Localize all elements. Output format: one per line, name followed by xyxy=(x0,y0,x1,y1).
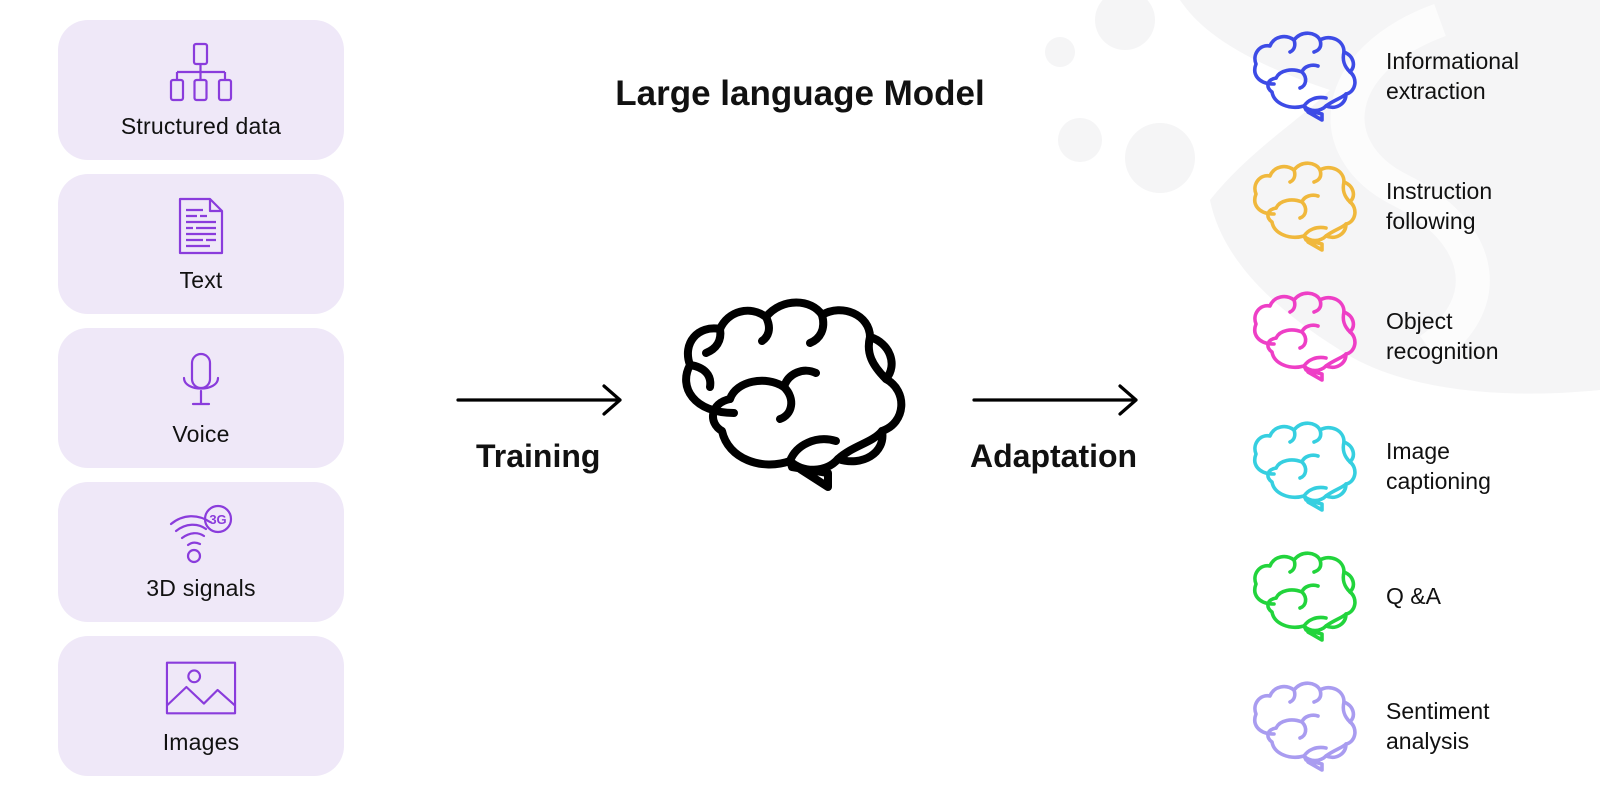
document-icon xyxy=(165,193,237,259)
brain-icon xyxy=(1253,551,1357,642)
adaptation-label: Adaptation xyxy=(970,438,1138,474)
output-q-and-a: Q &A xyxy=(1250,548,1590,678)
output-label: Q &A xyxy=(1386,581,1586,611)
output-label-line1: Image xyxy=(1386,438,1450,464)
input-card-text: Text xyxy=(58,174,344,314)
input-label: 3D signals xyxy=(146,575,256,601)
output-label-line2: following xyxy=(1386,208,1476,234)
brain-icon xyxy=(1253,291,1357,382)
input-card-structured-data: Structured data xyxy=(58,20,344,160)
brain-icon xyxy=(1253,31,1357,122)
output-label-line1: Instruction xyxy=(1386,178,1493,204)
diagram-title: Large language Model xyxy=(615,74,985,113)
output-label-line1: Object xyxy=(1386,308,1453,334)
input-sources: Structured data Text Voice xyxy=(58,20,344,790)
output-label: Image captioning xyxy=(1386,436,1586,496)
output-label-line2: recognition xyxy=(1386,338,1499,364)
wifi-3g-icon: 3G xyxy=(165,501,237,567)
output-label: Instruction following xyxy=(1386,176,1586,236)
image-icon xyxy=(165,655,237,721)
output-tasks: Informational extraction Instruction fol… xyxy=(1250,28,1590,800)
output-label-line1: Sentiment xyxy=(1386,698,1490,724)
output-label-line2: analysis xyxy=(1386,728,1470,754)
training-label: Training xyxy=(476,438,601,474)
input-label: Images xyxy=(162,729,240,755)
input-label: Text xyxy=(179,267,223,293)
output-object-recognition: Object recognition xyxy=(1250,288,1590,418)
output-informational-extraction: Informational extraction xyxy=(1250,28,1590,158)
output-label: Object recognition xyxy=(1386,306,1586,366)
brain-icon xyxy=(682,298,906,491)
input-label: Voice xyxy=(172,421,230,447)
adaptation-arrow xyxy=(972,384,1138,416)
brain-icon xyxy=(1253,161,1357,252)
hierarchy-icon xyxy=(165,39,237,105)
output-sentiment-analysis: Sentiment analysis xyxy=(1250,678,1590,800)
input-card-3d-signals: 3G 3D signals xyxy=(58,482,344,622)
brain-icon xyxy=(1253,681,1357,772)
svg-text:3G: 3G xyxy=(209,512,226,527)
output-label-line1: Informational xyxy=(1386,48,1519,74)
input-card-images: Images xyxy=(58,636,344,776)
output-label-line2: extraction xyxy=(1386,78,1486,104)
output-label-line1: Q &A xyxy=(1386,583,1441,609)
microphone-icon xyxy=(165,347,237,413)
output-image-captioning: Image captioning xyxy=(1250,418,1590,548)
output-label: Sentiment analysis xyxy=(1386,696,1586,756)
training-arrow xyxy=(456,384,622,416)
input-label: Structured data xyxy=(120,113,282,139)
brain-icon xyxy=(1253,421,1357,512)
output-instruction-following: Instruction following xyxy=(1250,158,1590,288)
output-label: Informational extraction xyxy=(1386,46,1586,106)
input-card-voice: Voice xyxy=(58,328,344,468)
output-label-line2: captioning xyxy=(1386,468,1491,494)
